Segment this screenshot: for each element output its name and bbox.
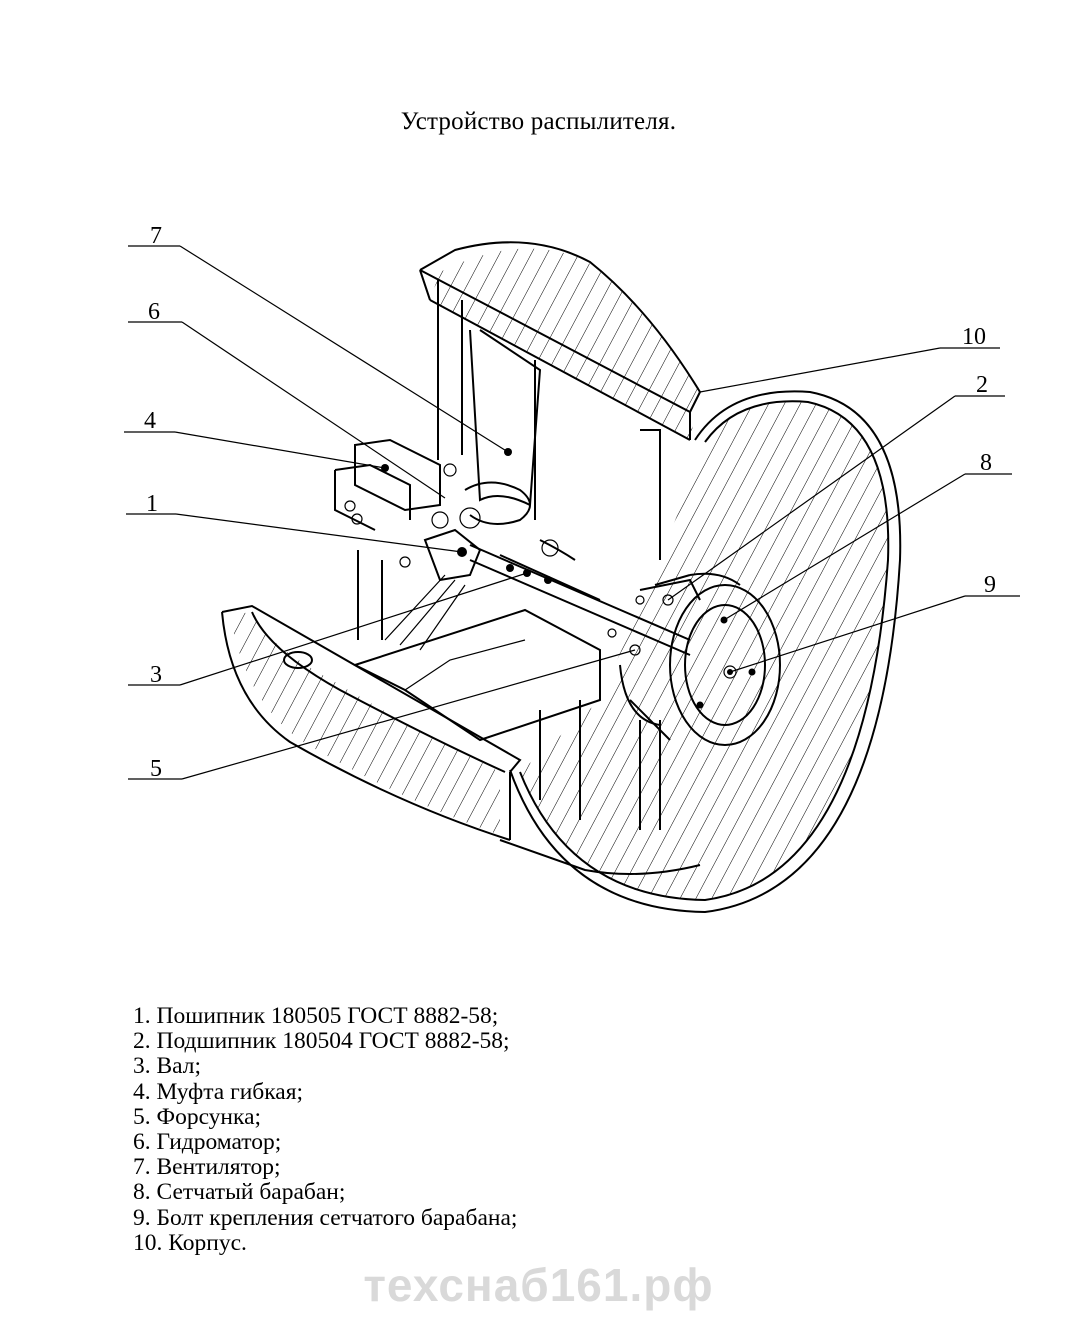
legend-item: 1. Пошипник 180505 ГОСТ 8882-58;: [133, 1003, 499, 1029]
callout-3: 3: [150, 662, 162, 688]
legend-item: 2. Подшипник 180504 ГОСТ 8882-58;: [133, 1028, 510, 1055]
callout-10: 10: [962, 324, 986, 350]
callout-8: 8: [980, 450, 992, 476]
legend-item: 3. Вал;: [133, 1053, 202, 1080]
leader-lines: [124, 245, 1020, 780]
diagram-title: Устройство распылителя.: [400, 108, 677, 135]
legend-item: 9. Болт крепления сетчатого барабана;: [133, 1204, 518, 1231]
housing: [221, 241, 902, 914]
callout-1: 1: [146, 491, 158, 517]
callout-7: 7: [150, 223, 162, 249]
legend-item: 7. Вентилятор;: [133, 1154, 281, 1181]
callout-5: 5: [150, 756, 162, 782]
fan: [464, 329, 542, 525]
support-frame: [357, 280, 661, 830]
watermark: техснаб161.рф: [363, 1259, 714, 1311]
callout-labels: 7 6 4 1 3 5 10 2 8 9: [144, 223, 996, 782]
legend-item: 4. Муфта гибкая;: [133, 1078, 304, 1105]
callout-6: 6: [148, 299, 160, 325]
callout-9: 9: [984, 572, 996, 598]
legend-item: 10. Корпус.: [133, 1229, 247, 1256]
callout-2: 2: [976, 372, 988, 398]
legend-item: 5. Форсунка;: [133, 1103, 262, 1130]
hydromotor-assembly: [334, 438, 691, 656]
mesh-drum: [607, 572, 781, 746]
legend-item: 8. Сетчатый барабан;: [133, 1179, 346, 1206]
callout-4: 4: [144, 408, 156, 434]
parts-legend: 1. Пошипник 180505 ГОСТ 8882-58; 2. Подш…: [133, 1003, 518, 1256]
legend-item: 6. Гидроматор;: [133, 1129, 282, 1156]
